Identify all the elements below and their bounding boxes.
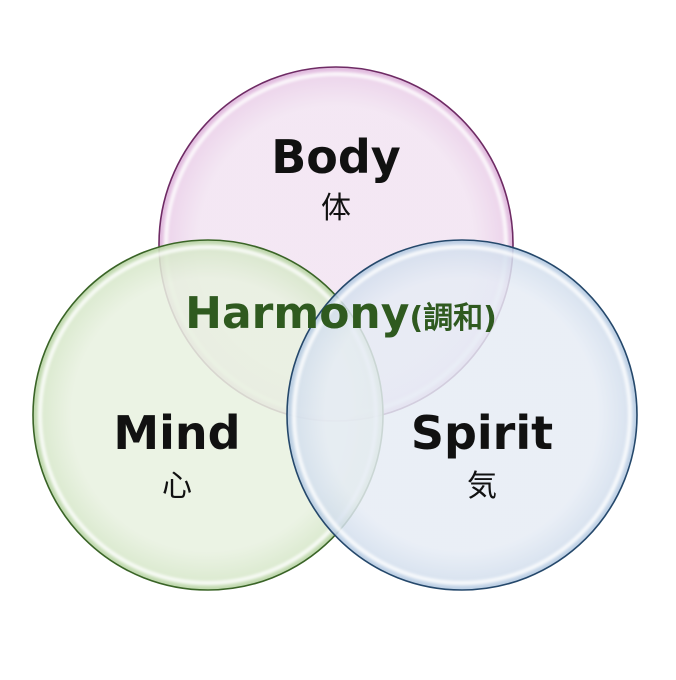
body-label-group: Body 体 bbox=[271, 134, 401, 224]
mind-title: Mind bbox=[113, 406, 241, 460]
body-title: Body bbox=[271, 130, 401, 184]
spirit-kanji: 気 bbox=[467, 469, 497, 504]
body-kanji: 体 bbox=[320, 191, 351, 226]
spirit-label-group: Spirit 気 bbox=[411, 410, 553, 502]
mind-label-group: Mind 心 bbox=[113, 410, 240, 502]
harmony-kanji: (調和) bbox=[409, 301, 497, 336]
mind-kanji: 心 bbox=[162, 469, 192, 504]
circle-spirit bbox=[286, 239, 638, 591]
harmony-center-label: Harmony(調和) bbox=[185, 292, 497, 336]
harmony-word: Harmony bbox=[185, 288, 410, 339]
spirit-title: Spirit bbox=[410, 406, 554, 460]
